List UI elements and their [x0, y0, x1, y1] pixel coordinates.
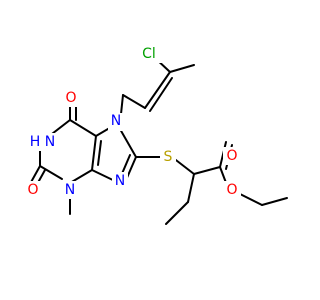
- n7-label: N: [111, 113, 121, 129]
- ester-oxygen-atom: O: [223, 181, 241, 199]
- sulfur-label: S: [164, 149, 173, 165]
- n1-hydrogen: H: [28, 133, 42, 151]
- bond-alpha-carbonyl: [193, 166, 221, 175]
- bond-c4-n3: [69, 169, 93, 184]
- sulfur-atom: S: [160, 148, 176, 166]
- n9-label: N: [115, 173, 125, 189]
- bond-ch-ccl: [144, 71, 171, 109]
- chlorine-atom: Cl: [138, 45, 162, 63]
- bond-ethyl-methyl: [165, 201, 189, 225]
- ester-oxygen-label: O: [226, 182, 237, 198]
- atom-labels: Cl N O H N N: [24, 45, 241, 199]
- bond-ch2-ch: [122, 94, 146, 109]
- n7-atom: N: [108, 113, 124, 131]
- bond-c5-c4-double: [97, 140, 102, 166]
- o2-atom: O: [24, 181, 42, 199]
- molecule-diagram: Cl N O H N N: [24, 45, 288, 225]
- n3-label: N: [65, 182, 75, 198]
- o2-label: O: [27, 182, 38, 198]
- bond-n7-ch2: [120, 94, 124, 115]
- carbonyl-oxygen-label: O: [226, 148, 237, 164]
- bond-ethyl1-ethyl2: [261, 197, 288, 206]
- o6-label: O: [65, 90, 76, 106]
- bond-n3-c2: [39, 165, 63, 180]
- n1-atom: N: [42, 133, 58, 151]
- bond-ch-ccl-double: [149, 77, 173, 112]
- bond-oester-ethyl1: [237, 192, 263, 206]
- bond-alpha-ethyl: [187, 173, 195, 203]
- bond-n7-c8: [119, 128, 137, 158]
- bond-c6-c5: [69, 119, 97, 137]
- carbonyl-oxygen-atom: O: [223, 147, 241, 165]
- n3-atom: N: [62, 181, 78, 199]
- molecule-svg: Cl N O H N N: [24, 45, 288, 225]
- o6-atom: O: [62, 89, 80, 107]
- n9-atom: N: [112, 172, 128, 190]
- bond-c5-c4: [91, 135, 97, 171]
- chlorine-label: Cl: [142, 46, 156, 62]
- n1-label: N: [45, 134, 55, 150]
- bond-ccl-methyl: [169, 64, 195, 73]
- n1-h-label: H: [30, 134, 41, 150]
